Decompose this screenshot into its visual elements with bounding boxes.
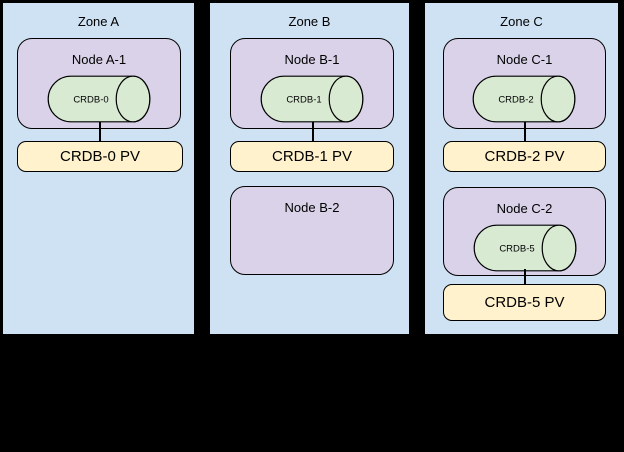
connector-crdb0-pv — [99, 122, 101, 143]
pv-crdb5-label: CRDB-5 PV — [484, 294, 565, 311]
database-cylinder-crdb1: CRDB-1 — [260, 75, 364, 123]
database-label-crdb2: CRDB-2 — [498, 95, 533, 106]
cylinder-cap — [328, 75, 364, 123]
database-label-crdb0: CRDB-0 — [73, 95, 108, 106]
node-b1-title: Node B-1 — [284, 52, 340, 67]
node-b2: Node B-2 — [230, 186, 394, 275]
zone-c-title: Zone C — [500, 14, 543, 29]
database-cylinder-crdb2: CRDB-2 — [472, 75, 576, 123]
cylinder-cap — [115, 75, 151, 123]
zone-a-title: Zone A — [77, 14, 120, 29]
node-b2-title: Node B-2 — [284, 200, 340, 215]
connector-crdb5-pv — [524, 269, 526, 286]
pv-crdb1-label: CRDB-1 PV — [271, 148, 353, 165]
node-c2-title: Node C-2 — [496, 201, 553, 216]
database-cylinder-crdb5: CRDB-5 — [473, 224, 577, 272]
pv-crdb0-label: CRDB-0 PV — [59, 148, 141, 165]
cylinder-cap — [540, 75, 576, 123]
zone-c: Zone C Node C-1 CRDB-2 CRDB-2 PV Node C-… — [424, 2, 619, 335]
database-cylinder-crdb0: CRDB-0 — [47, 75, 151, 123]
pv-crdb1: CRDB-1 PV — [230, 141, 394, 172]
pv-crdb5: CRDB-5 PV — [443, 284, 606, 321]
connector-crdb2-pv — [524, 122, 526, 143]
zone-a: Zone A Node A-1 CRDB-0 CRDB-0 PV — [2, 2, 195, 335]
node-c1-title: Node C-1 — [496, 52, 553, 67]
database-label-crdb5: CRDB-5 — [499, 244, 534, 255]
zone-b: Zone B Node B-1 CRDB-1 CRDB-1 PV Node B-… — [209, 2, 410, 335]
pv-crdb2-label: CRDB-2 PV — [484, 148, 565, 165]
pv-crdb2: CRDB-2 PV — [443, 141, 606, 172]
zone-b-title: Zone B — [288, 14, 331, 29]
connector-crdb1-pv — [312, 122, 314, 143]
node-a1-title: Node A-1 — [71, 52, 127, 67]
pv-crdb0: CRDB-0 PV — [17, 141, 183, 172]
database-label-crdb1: CRDB-1 — [286, 95, 321, 106]
cylinder-cap — [541, 224, 577, 272]
